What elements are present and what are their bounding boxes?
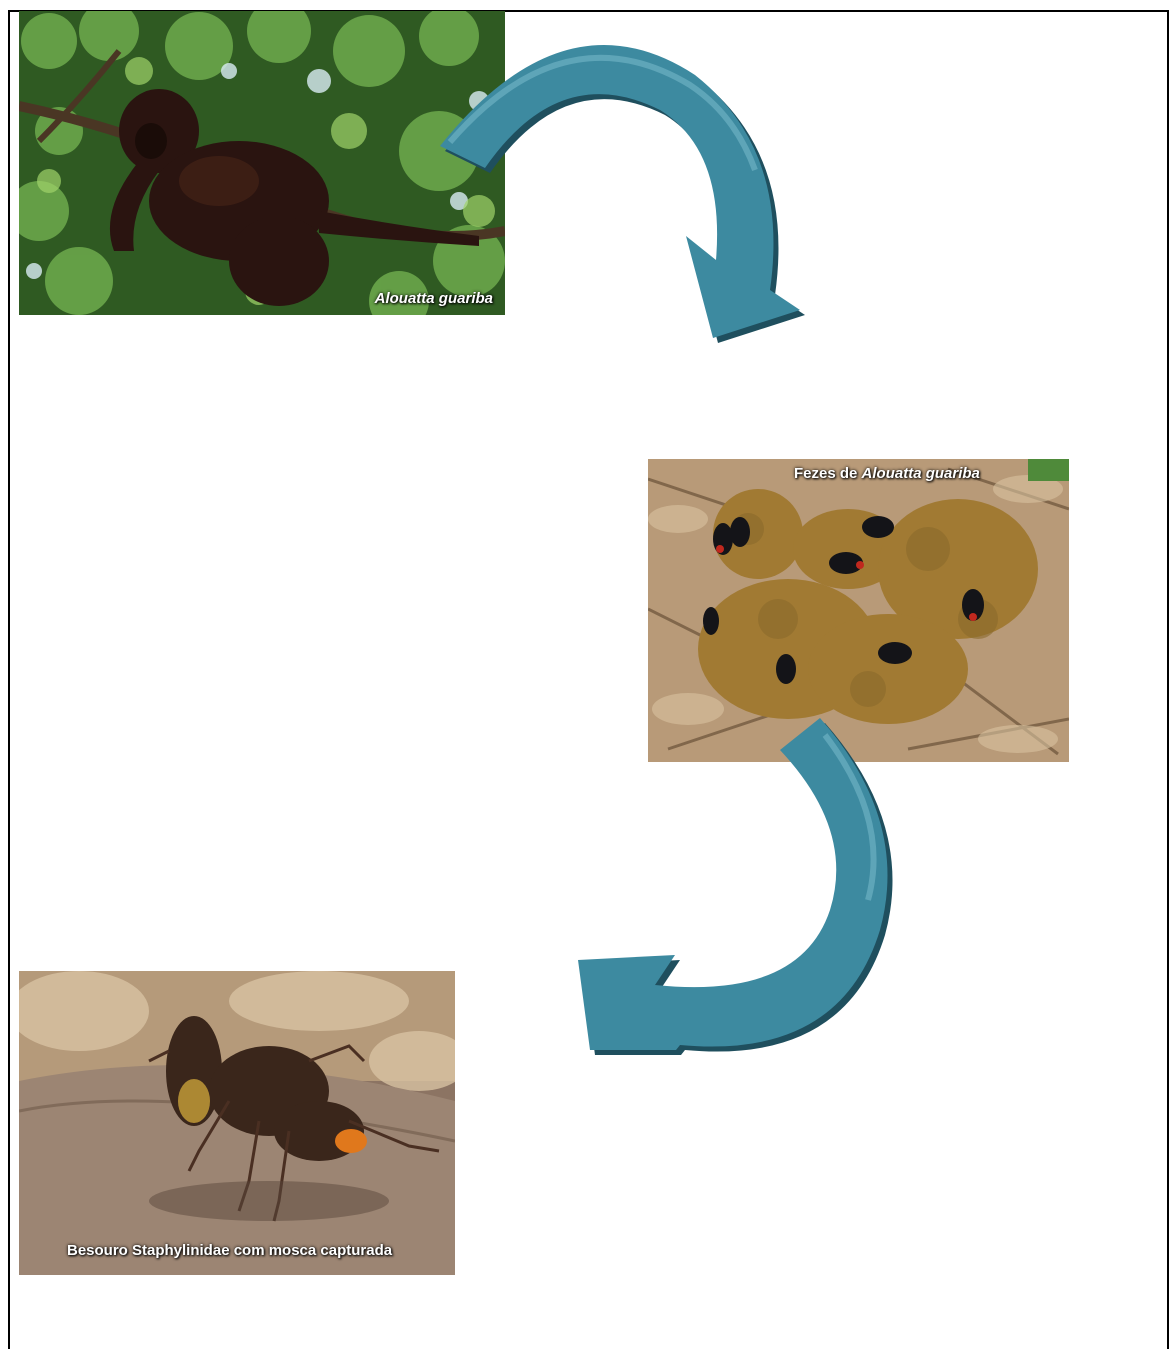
arrow-feces-to-beetle (578, 718, 893, 1055)
arrow-monkey-to-feces (440, 45, 805, 343)
